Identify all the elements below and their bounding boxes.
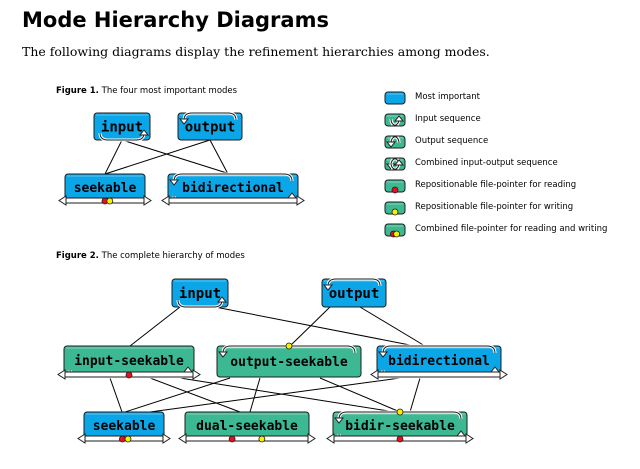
hierarchy-edge xyxy=(214,306,416,347)
legend-item-most-important: Most important xyxy=(380,88,630,108)
hierarchy-edge xyxy=(149,377,401,413)
node-dual-seekable-label: dual-seekable xyxy=(196,419,298,434)
node-input-seekable-label: input-seekable xyxy=(74,354,184,369)
legend-label: Most important xyxy=(415,92,480,102)
legend-label: Input sequence xyxy=(415,114,481,124)
node-bidirectional-label: bidirectional xyxy=(182,181,284,196)
hierarchy-edge xyxy=(209,139,229,175)
figure-1-label: Figure 1. xyxy=(56,86,99,96)
legend-item-combined-sequence: Combined input-output sequence xyxy=(380,154,630,174)
node-input: input xyxy=(171,278,229,309)
node-seekable: seekable xyxy=(58,173,152,206)
legend-most-important-icon xyxy=(384,91,406,105)
intro-text: The following diagrams display the refin… xyxy=(22,44,490,59)
legend-label: Output sequence xyxy=(415,136,489,146)
hierarchy-edge xyxy=(249,377,261,413)
node-output-seekable-label: output-seekable xyxy=(230,355,348,370)
legend-label: Combined file-pointer for reading and wr… xyxy=(415,224,608,234)
node-input: input xyxy=(93,112,151,142)
figure-2-caption: Figure 2. The complete hierarchy of mode… xyxy=(56,251,245,262)
legend-label: Combined input-output sequence xyxy=(415,158,558,168)
hierarchy-edge xyxy=(359,306,426,347)
hierarchy-edge xyxy=(121,139,231,175)
legend-label: Repositionable file-pointer for writing xyxy=(415,202,574,212)
figure-1-nodes: input output seekable bidirectional xyxy=(58,111,305,206)
node-bidir-seekable-label: bidir-seekable xyxy=(345,419,455,434)
node-output: output xyxy=(177,111,243,141)
hierarchy-edge xyxy=(124,377,231,413)
legend-read-pointer-icon xyxy=(384,179,406,194)
hierarchy-edge xyxy=(129,306,181,347)
figure-2-nodes: input output input-seekable output-seekable… xyxy=(57,277,508,444)
legend-swatch xyxy=(384,201,406,216)
node-seekable-label: seekable xyxy=(93,419,156,434)
legend-output-sequence-icon xyxy=(384,134,406,149)
legend-combined-pointer-icon xyxy=(384,223,406,238)
node-output-seekable: output-seekable xyxy=(216,342,362,378)
legend-swatch xyxy=(384,91,406,105)
hierarchy-edge xyxy=(409,377,421,413)
figure-1-edges xyxy=(104,139,231,175)
node-seekable-label: seekable xyxy=(74,181,137,196)
node-bidir-seekable: bidir-seekable xyxy=(326,408,474,444)
node-output-label: output xyxy=(329,286,380,302)
node-input-label: input xyxy=(179,286,221,302)
legend-item-combined-pointer: Combined file-pointer for reading and wr… xyxy=(380,220,630,240)
node-bidirectional: bidirectional xyxy=(161,172,305,206)
hierarchy-edge xyxy=(149,377,241,413)
node-output: output xyxy=(321,277,387,308)
figure-2-text: The complete hierarchy of modes xyxy=(101,251,245,261)
node-seekable: seekable xyxy=(77,411,171,444)
legend-item-input-sequence: Input sequence xyxy=(380,110,630,130)
figure-1-text: The four most important modes xyxy=(101,86,238,96)
legend-item-output-sequence: Output sequence xyxy=(380,132,630,152)
hierarchy-edge xyxy=(289,306,331,347)
figure-2-label: Figure 2. xyxy=(56,251,99,261)
hierarchy-edge xyxy=(319,377,401,413)
hierarchy-edge xyxy=(104,139,211,175)
legend-write-pointer-icon xyxy=(384,201,406,216)
legend-swatch xyxy=(384,179,406,194)
legend-combined-sequence-icon xyxy=(384,156,406,172)
legend-swatch xyxy=(384,134,406,149)
legend-item-write-pointer: Repositionable file-pointer for writing xyxy=(380,198,630,218)
page-title: Mode Hierarchy Diagrams xyxy=(22,8,329,32)
legend-label: Repositionable file-pointer for reading xyxy=(415,180,577,190)
node-input-seekable: input-seekable xyxy=(57,345,201,380)
legend-input-sequence-icon xyxy=(384,113,406,128)
legend-swatch xyxy=(384,113,406,128)
legend-swatch xyxy=(384,223,406,238)
hierarchy-edge xyxy=(109,377,123,413)
legend-swatch xyxy=(384,156,406,172)
node-output-label: output xyxy=(185,120,236,136)
node-bidirectional-label: bidirectional xyxy=(388,354,490,369)
node-bidirectional: bidirectional xyxy=(370,344,508,380)
hierarchy-edge xyxy=(179,377,396,413)
figure-1-caption: Figure 1. The four most important modes xyxy=(56,86,237,97)
figure-2-edges xyxy=(109,306,426,413)
node-dual-seekable: dual-seekable xyxy=(178,411,316,444)
node-input-label: input xyxy=(101,120,143,136)
legend-item-read-pointer: Repositionable file-pointer for reading xyxy=(380,176,630,196)
hierarchy-edge xyxy=(104,139,123,175)
